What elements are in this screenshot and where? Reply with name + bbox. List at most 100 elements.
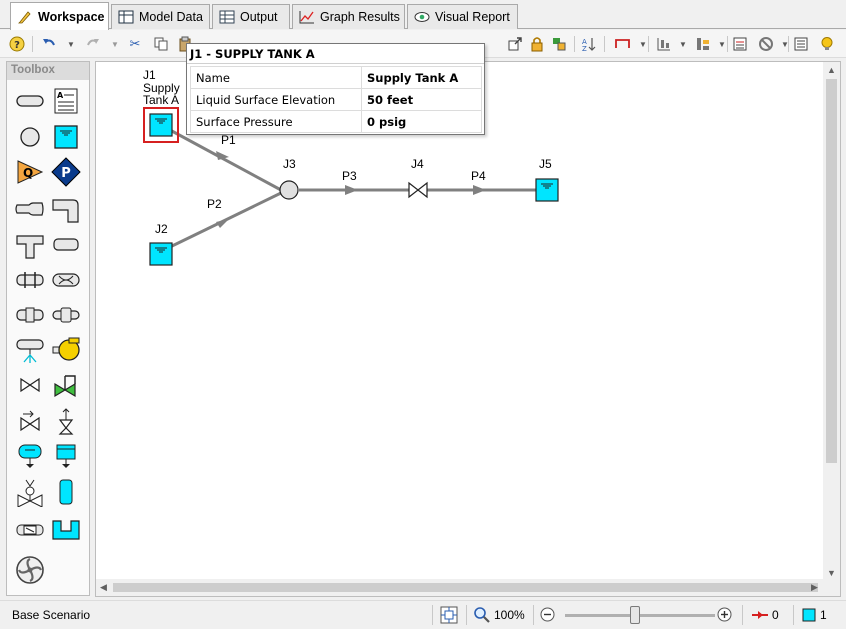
bend-tool-icon[interactable]: [51, 194, 81, 224]
chevron-down-icon[interactable]: ▼: [827, 568, 836, 578]
control-valve-tool-icon[interactable]: [51, 370, 81, 400]
branch-j3-icon[interactable]: [279, 180, 299, 200]
tab-workspace[interactable]: Workspace: [10, 2, 109, 30]
status-separator: [742, 605, 743, 625]
chevron-right-icon[interactable]: ▶: [811, 582, 818, 592]
valve-tool-icon-2[interactable]: [51, 230, 81, 260]
zoom-slider-thumb[interactable]: [630, 606, 640, 624]
copy-button[interactable]: [152, 35, 170, 53]
tee-tool-icon[interactable]: [15, 230, 45, 260]
open-tank-tool-icon[interactable]: [51, 515, 81, 545]
table-row: Liquid Surface Elevation 50 feet: [190, 88, 482, 111]
surge-valve-tool-icon[interactable]: [15, 477, 45, 507]
orifice-tool-icon[interactable]: [15, 300, 45, 330]
export-button[interactable]: [506, 35, 524, 53]
spray-discharge-tool-icon[interactable]: [15, 335, 45, 365]
p4-label: P4: [471, 169, 486, 183]
flow-arrow-icon: [345, 185, 358, 195]
vacuum-breaker-tool-icon[interactable]: [15, 515, 45, 545]
chevron-up-icon[interactable]: ▲: [827, 65, 836, 75]
pipe-count-icon: [752, 611, 768, 619]
tab-graph-results[interactable]: Graph Results: [292, 4, 405, 29]
heat-exchanger-tool-icon[interactable]: [51, 265, 81, 295]
valve-j4-icon[interactable]: [408, 181, 428, 199]
p1-label: P1: [221, 133, 236, 147]
properties-button[interactable]: [731, 35, 749, 53]
pipe-tool-icon[interactable]: [15, 86, 45, 116]
assigned-flow-tool-icon[interactable]: Q: [15, 157, 45, 187]
chevron-left-icon[interactable]: ◀: [100, 582, 107, 592]
annotation-tool-icon[interactable]: A: [51, 86, 81, 116]
zoom-out-button[interactable]: [540, 607, 555, 622]
check-valve-tool-icon[interactable]: [15, 406, 45, 436]
vertical-scroll-thumb[interactable]: [826, 79, 837, 463]
tip-button[interactable]: [818, 35, 836, 53]
align-button[interactable]: [655, 35, 673, 53]
cut-button[interactable]: ✂: [126, 35, 144, 53]
disable-dropdown-button[interactable]: ▼: [776, 35, 794, 53]
tab-model-data[interactable]: Model Data: [111, 4, 210, 29]
horizontal-scrollbar[interactable]: ◀ ▶: [96, 579, 825, 596]
table-row: Name Supply Tank A: [190, 66, 482, 89]
tab-label: Workspace: [38, 9, 105, 24]
horizontal-scroll-thumb[interactable]: [113, 583, 818, 592]
flow-arrow-icon: [216, 151, 229, 160]
vertical-scrollbar[interactable]: ▲ ▼: [823, 62, 840, 581]
tab-visual-report[interactable]: Visual Report: [407, 4, 518, 29]
reservoir-j5-icon[interactable]: [535, 178, 559, 202]
disable-button[interactable]: [757, 35, 775, 53]
pipe-style-icon: [615, 39, 630, 48]
chevron-down-icon: ▼: [111, 39, 119, 49]
pump-tool-icon[interactable]: [51, 335, 81, 365]
assigned-pressure-tool-icon[interactable]: P: [51, 157, 81, 187]
svg-text:A: A: [57, 91, 64, 100]
liquid-accumulator-tool-icon[interactable]: [51, 477, 81, 507]
workspace-canvas[interactable]: J1 Supply Tank A P1 J3 P3 J4 P4 J5 P2 J2…: [95, 61, 841, 597]
p2-label: P2: [207, 197, 222, 211]
turbine-tool-icon[interactable]: [15, 555, 45, 585]
zoom-in-button[interactable]: [717, 607, 732, 622]
color-fill-button[interactable]: [550, 35, 568, 53]
reservoir-j2-icon[interactable]: [149, 242, 173, 266]
pipe-count: 0: [772, 608, 779, 622]
redo-button[interactable]: [84, 35, 102, 53]
svg-text:?: ?: [14, 40, 20, 51]
distribute-dropdown-button[interactable]: ▼: [713, 35, 731, 53]
undo-dropdown-button[interactable]: ▼: [62, 35, 80, 53]
chevron-down-icon: ▼: [679, 39, 687, 49]
status-bar: Base Scenario 100% 0 1: [0, 600, 846, 629]
export-icon: [508, 37, 522, 51]
pipe-style-button[interactable]: [614, 35, 632, 53]
tooltip-value: 0 psig: [361, 110, 482, 133]
zoom-slider-track[interactable]: [565, 614, 715, 617]
relief-valve-tool-icon[interactable]: [51, 300, 81, 330]
redo-dropdown-button[interactable]: ▼: [106, 35, 124, 53]
lock-icon: [531, 37, 543, 52]
pipe-style-dropdown-button[interactable]: ▼: [634, 35, 652, 53]
pipe-p1[interactable]: [169, 128, 282, 192]
tooltip-value: 50 feet: [361, 88, 482, 111]
align-dropdown-button[interactable]: ▼: [674, 35, 692, 53]
area-change-tool-icon[interactable]: [15, 194, 45, 224]
distribute-button[interactable]: [694, 35, 712, 53]
undo-button[interactable]: [40, 35, 58, 53]
screen-tool-icon[interactable]: [15, 265, 45, 295]
help-button[interactable]: ?: [8, 35, 26, 53]
tab-bar: Workspace Model Data Output Graph Result…: [0, 0, 846, 30]
distribute-icon: [697, 38, 709, 50]
disable-icon: [759, 37, 773, 51]
lock-button[interactable]: [528, 35, 546, 53]
reservoir-j1-icon[interactable]: [149, 113, 173, 137]
list-button[interactable]: [792, 35, 810, 53]
relief-valve-vertical-tool-icon[interactable]: [51, 406, 81, 436]
gas-accumulator-tool-icon[interactable]: [51, 442, 81, 472]
toolbar-separator: [788, 36, 789, 52]
j5-id-label: J5: [539, 157, 552, 171]
zoom-fit-icon[interactable]: [440, 606, 458, 624]
reservoir-tool-icon[interactable]: [51, 122, 81, 152]
tab-output[interactable]: Output: [212, 4, 290, 29]
gate-valve-tool-icon[interactable]: [15, 370, 45, 400]
volume-balance-tool-icon[interactable]: [15, 442, 45, 472]
branch-tool-icon[interactable]: [15, 122, 45, 152]
